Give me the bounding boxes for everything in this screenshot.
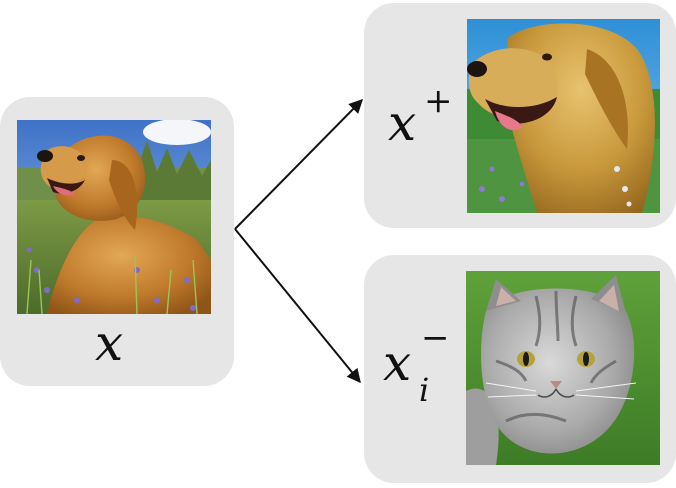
- anchor-label: x: [95, 318, 123, 368]
- negative-label-variable: x: [383, 334, 412, 392]
- anchor-label-variable: x: [95, 314, 124, 372]
- arrow-to-positive: [234, 99, 363, 230]
- negative-label-superscript: −: [421, 318, 450, 358]
- positive-dog-image: [467, 19, 660, 213]
- negative-label-subscript: i: [419, 371, 430, 409]
- negative-cat-image: [466, 271, 660, 465]
- positive-label-superscript: +: [424, 81, 453, 121]
- negative-label: x − i: [383, 321, 450, 406]
- anchor-dog-image: [17, 120, 211, 314]
- arrow-to-negative: [234, 228, 361, 384]
- positive-label: x +: [388, 84, 453, 148]
- positive-label-variable: x: [388, 94, 417, 152]
